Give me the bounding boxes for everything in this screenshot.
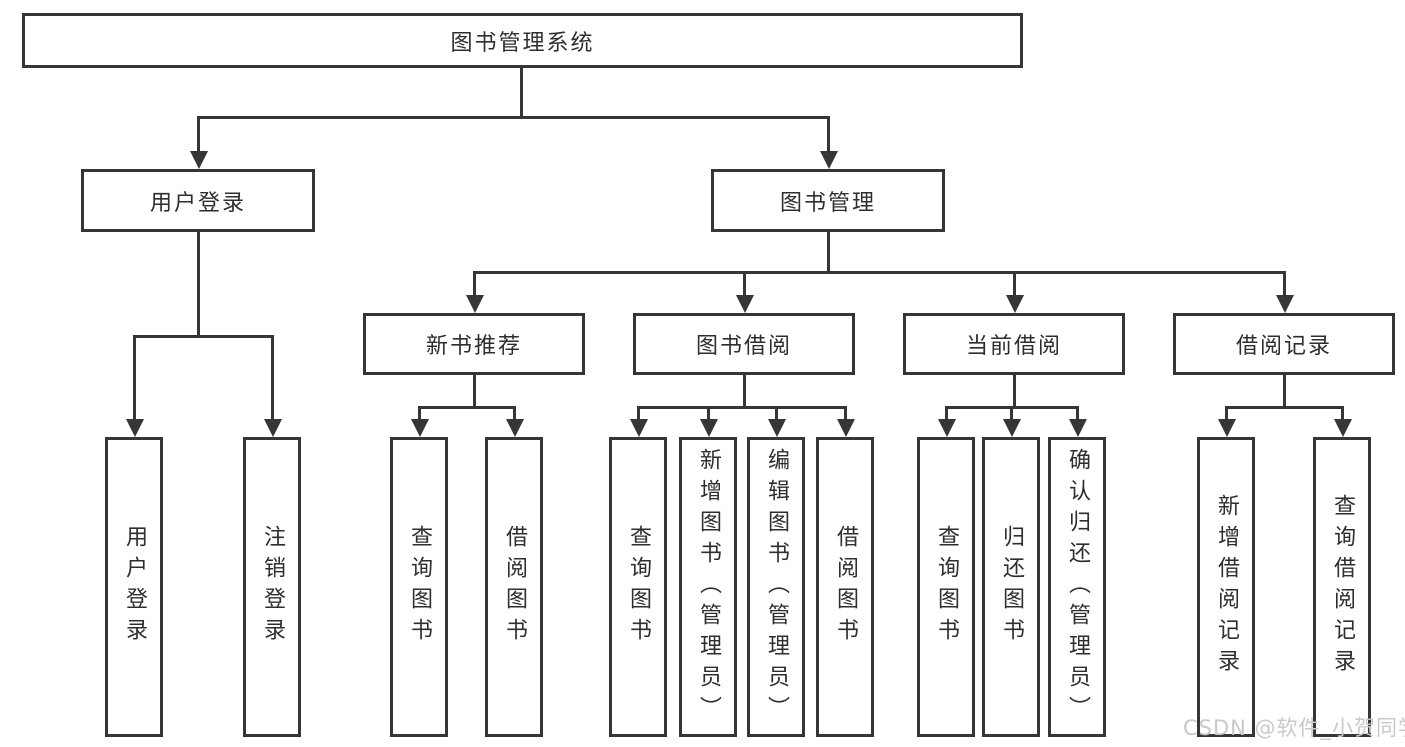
node-book-borrow-label: 图书借阅 bbox=[695, 334, 792, 359]
arrow-down-icon bbox=[937, 406, 956, 437]
leaf-query-borrow-record-label: 查询借阅记录 bbox=[1330, 494, 1355, 680]
leaf-query-books-borrow: 查询图书 bbox=[609, 437, 667, 737]
node-borrow-records-label: 借阅记录 bbox=[1235, 334, 1332, 359]
arrow-down-icon bbox=[410, 406, 429, 437]
node-book-management: 图书管理 bbox=[711, 169, 945, 232]
arrow-down-icon bbox=[629, 406, 648, 437]
node-borrow-records: 借阅记录 bbox=[1173, 313, 1395, 375]
node-book-borrow: 图书借阅 bbox=[633, 313, 855, 375]
arrow-down-icon bbox=[465, 271, 484, 313]
leaf-query-books-borrow-label: 查询图书 bbox=[626, 525, 651, 649]
arrow-down-icon bbox=[767, 406, 786, 437]
connector-line bbox=[418, 406, 516, 409]
node-user-login-label: 用户登录 bbox=[149, 190, 246, 216]
connector-line bbox=[197, 116, 830, 119]
leaf-add-book-admin-label: 新增图书（管理员） bbox=[696, 447, 721, 727]
connector-line bbox=[473, 375, 476, 409]
connector-line bbox=[827, 232, 830, 274]
arrow-down-icon bbox=[836, 406, 855, 437]
leaf-return-book-label: 归还图书 bbox=[999, 525, 1024, 649]
arrow-down-icon bbox=[735, 271, 754, 313]
leaf-add-borrow-record-label: 新增借阅记录 bbox=[1214, 494, 1239, 680]
node-root: 图书管理系统 bbox=[22, 13, 1023, 68]
leaf-add-book-admin: 新增图书（管理员） bbox=[679, 437, 737, 737]
leaf-add-borrow-record: 新增借阅记录 bbox=[1197, 437, 1255, 737]
connector-line bbox=[1013, 375, 1016, 409]
connector-line bbox=[743, 375, 746, 409]
leaf-edit-book-admin: 编辑图书（管理员） bbox=[747, 437, 805, 737]
node-new-book-recommend: 新书推荐 bbox=[363, 313, 585, 375]
csdn-watermark: CSDN @软件_小贺同学 bbox=[1183, 716, 1405, 740]
leaf-confirm-return-admin: 确认归还（管理员） bbox=[1048, 437, 1106, 737]
arrow-down-icon bbox=[263, 335, 282, 437]
connector-line bbox=[637, 406, 847, 409]
node-user-login: 用户登录 bbox=[81, 169, 315, 232]
leaf-borrow-books-recommend-label: 借阅图书 bbox=[502, 525, 527, 649]
arrow-down-icon bbox=[1068, 406, 1087, 437]
connector-line bbox=[473, 271, 1286, 274]
leaf-user-login-label: 用户登录 bbox=[122, 525, 147, 649]
arrow-down-icon bbox=[1275, 271, 1294, 313]
connector-line bbox=[520, 68, 523, 119]
leaf-return-book: 归还图书 bbox=[982, 437, 1040, 737]
leaf-logout-label: 注销登录 bbox=[260, 525, 285, 649]
leaf-borrow-books-label: 借阅图书 bbox=[833, 525, 858, 649]
leaf-query-books-current: 查询图书 bbox=[917, 437, 975, 737]
connector-line bbox=[1283, 375, 1286, 409]
arrow-down-icon bbox=[189, 116, 208, 169]
arrow-down-icon bbox=[1217, 406, 1236, 437]
node-current-borrow: 当前借阅 bbox=[903, 313, 1125, 375]
leaf-query-books-current-label: 查询图书 bbox=[934, 525, 959, 649]
leaf-borrow-books-recommend: 借阅图书 bbox=[485, 437, 543, 737]
leaf-edit-book-admin-label: 编辑图书（管理员） bbox=[764, 447, 789, 727]
node-book-management-label: 图书管理 bbox=[779, 190, 876, 216]
arrow-down-icon bbox=[1005, 271, 1024, 313]
arrow-down-icon bbox=[699, 406, 718, 437]
connector-line bbox=[133, 335, 274, 338]
leaf-borrow-books: 借阅图书 bbox=[816, 437, 874, 737]
arrow-down-icon bbox=[1333, 406, 1352, 437]
leaf-logout: 注销登录 bbox=[243, 437, 301, 737]
arrow-down-icon bbox=[505, 406, 524, 437]
connector-line bbox=[1225, 406, 1344, 409]
node-root-label: 图书管理系统 bbox=[450, 30, 595, 56]
arrow-down-icon bbox=[1002, 406, 1021, 437]
leaf-query-books-recommend: 查询图书 bbox=[390, 437, 448, 737]
leaf-confirm-return-admin-label: 确认归还（管理员） bbox=[1065, 447, 1090, 727]
leaf-user-login: 用户登录 bbox=[105, 437, 163, 737]
arrow-down-icon bbox=[819, 116, 838, 169]
leaf-query-books-recommend-label: 查询图书 bbox=[407, 525, 432, 649]
node-current-borrow-label: 当前借阅 bbox=[965, 334, 1062, 359]
leaf-query-borrow-record: 查询借阅记录 bbox=[1313, 437, 1371, 737]
connector-line bbox=[197, 232, 200, 338]
arrow-down-icon bbox=[125, 335, 144, 437]
node-new-book-recommend-label: 新书推荐 bbox=[425, 334, 522, 359]
